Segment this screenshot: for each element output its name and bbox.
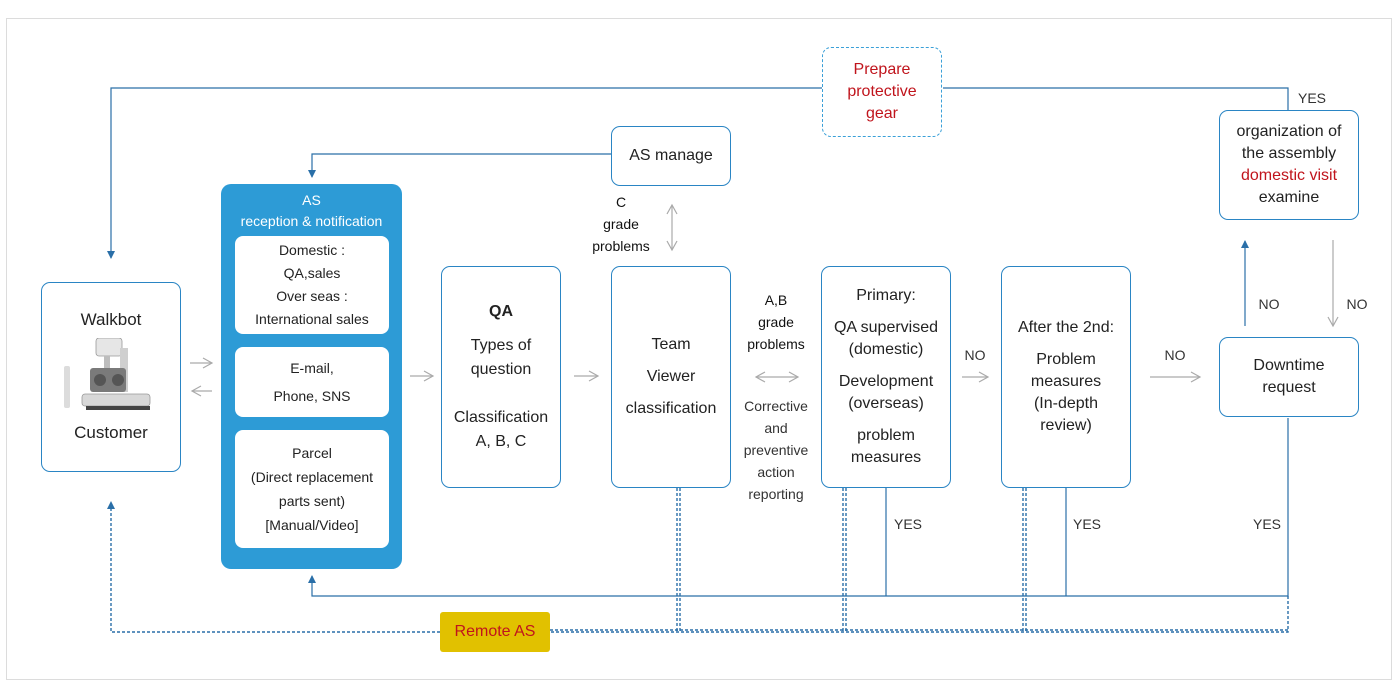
yes-label-downtime: YES: [1252, 516, 1281, 532]
second-measures-box: After the 2nd: Problem measures (In-dept…: [1001, 266, 1131, 488]
no-label-second: NO: [1164, 347, 1186, 363]
domestic-line: Domestic :: [278, 242, 346, 258]
parcel-line: parts sent): [278, 493, 346, 509]
organization-line: examine: [1258, 189, 1320, 206]
corrective-action-label: Corrective and preventive action reporti…: [731, 395, 821, 505]
c-grade-line: C: [615, 194, 627, 210]
qa-line: Classification: [453, 409, 549, 426]
prepare-line: gear: [865, 105, 899, 122]
yes-label-second: YES: [1072, 516, 1101, 532]
downtime-box: Downtime request: [1219, 337, 1359, 417]
prepare-gear-box: Prepare protective gear: [822, 47, 942, 137]
parcel-box: Parcel (Direct replacement parts sent) […: [235, 430, 389, 548]
organization-line-red: domestic visit: [1240, 167, 1338, 184]
corrective-line: and: [764, 420, 788, 436]
domestic-line: International sales: [255, 311, 369, 327]
contact-box: E-mail, Phone, SNS: [235, 347, 389, 417]
remote-as-badge: Remote AS: [440, 612, 550, 652]
ab-grade-line: problems: [747, 336, 805, 352]
primary-line: (overseas): [848, 395, 924, 412]
diagram-frame: [6, 18, 1392, 680]
primary-line: problem: [857, 427, 915, 444]
second-line: Problem: [1036, 351, 1096, 368]
top-return-line: [943, 87, 1289, 110]
qa-box: QA Types of question Classification A, B…: [441, 266, 561, 488]
remote-line-left: [107, 501, 440, 633]
team-viewer-box: Team Viewer classification: [611, 266, 731, 488]
team-viewer-line: classification: [625, 400, 717, 417]
domestic-line: QA,sales: [283, 265, 341, 281]
domestic-overseas-box: Domestic : QA,sales Over seas : Internat…: [235, 236, 389, 334]
corrective-line: reporting: [748, 486, 804, 502]
ab-grade-line: A,B: [764, 292, 788, 308]
parcel-line: Parcel: [292, 445, 332, 461]
second-line: (In-depth: [1033, 395, 1099, 412]
qa-line: A, B, C: [475, 433, 527, 450]
corrective-line: Corrective: [744, 398, 808, 414]
walkbot-robot-image: [64, 338, 151, 410]
remote-line-main: [550, 596, 1289, 633]
second-line: review): [1040, 417, 1092, 434]
corrective-line: preventive: [743, 442, 809, 458]
c-grade-label: C grade problems: [576, 191, 666, 257]
top-return-line-left: [107, 87, 822, 259]
primary-line: QA supervised: [833, 319, 939, 336]
contact-line: Phone, SNS: [273, 388, 351, 404]
yes-top-label: YES: [1297, 90, 1326, 106]
downtime-line: Downtime: [1253, 357, 1325, 374]
domestic-line: Over seas :: [276, 288, 348, 304]
no-label-up: NO: [1258, 296, 1280, 312]
second-line: measures: [1030, 373, 1102, 390]
ab-grade-label: A,B grade problems: [736, 289, 816, 355]
as-manage-line: [308, 153, 612, 178]
as-manage-box: AS manage: [611, 126, 731, 186]
second-line: After the 2nd:: [1017, 319, 1115, 336]
as-title-line: AS: [302, 192, 321, 208]
remote-as-label: Remote AS: [454, 623, 536, 640]
primary-box: Primary: QA supervised (domestic) Develo…: [821, 266, 951, 488]
corrective-line: action: [757, 464, 795, 480]
qa-line: Types of: [470, 337, 532, 354]
primary-line: Primary:: [856, 287, 916, 304]
c-grade-line: problems: [592, 238, 650, 254]
customer-subtitle: Customer: [74, 423, 148, 442]
downtime-line: request: [1262, 379, 1316, 396]
c-grade-line: grade: [603, 216, 639, 232]
organization-line: the assembly: [1241, 145, 1337, 162]
team-viewer-line: Viewer: [646, 368, 696, 385]
contact-line: E-mail,: [290, 360, 334, 376]
organization-box: organization of the assembly domestic vi…: [1219, 110, 1359, 220]
yes-label-primary: YES: [893, 516, 922, 532]
parcel-line: (Direct replacement: [250, 469, 374, 485]
bottom-return-line: [308, 418, 1289, 597]
prepare-line: Prepare: [853, 61, 911, 78]
primary-line: Development: [838, 373, 934, 390]
ab-grade-line: grade: [758, 314, 794, 330]
prepare-line: protective: [847, 83, 917, 100]
parcel-line: [Manual/Video]: [265, 517, 359, 533]
primary-line: measures: [850, 449, 922, 466]
primary-line: (domestic): [848, 341, 924, 358]
qa-line: question: [470, 361, 532, 378]
as-title-line: reception & notification: [240, 213, 383, 229]
no-label-down: NO: [1346, 296, 1368, 312]
organization-line: organization of: [1236, 123, 1342, 140]
customer-title: Walkbot: [80, 310, 142, 329]
qa-title: QA: [489, 303, 513, 320]
as-reception-title: AS reception & notification: [221, 190, 402, 232]
as-manage-label: AS manage: [629, 147, 713, 164]
no-label-primary: NO: [964, 347, 986, 363]
team-viewer-line: Team: [651, 336, 691, 353]
as-reception-panel: AS reception & notification Domestic : Q…: [221, 184, 402, 569]
